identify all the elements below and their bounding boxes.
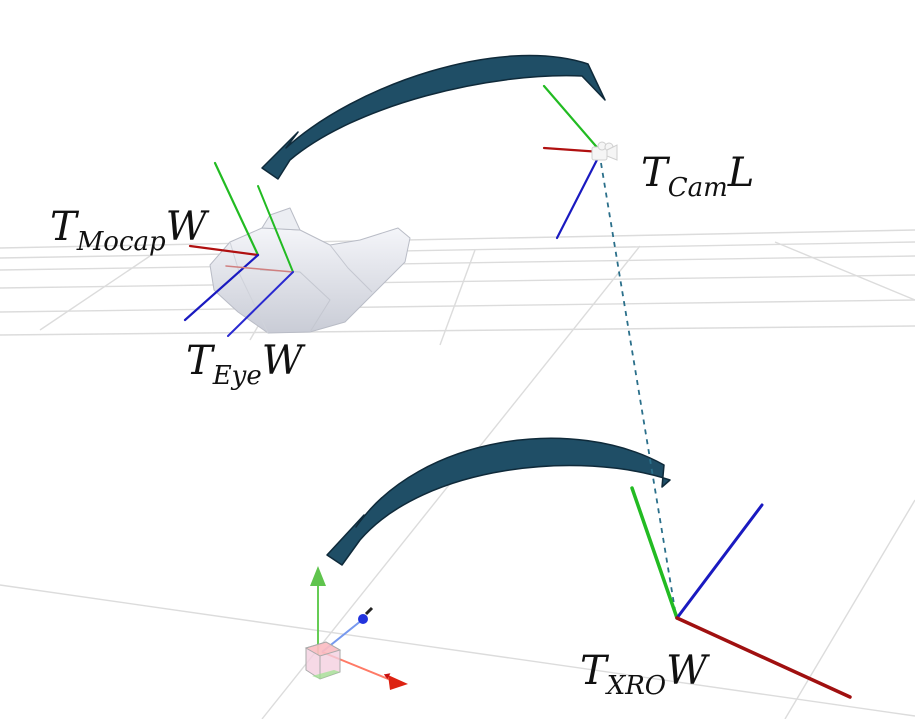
cam-label-sub: Cam bbox=[667, 173, 728, 203]
camera-transform-label: TCamL bbox=[641, 153, 754, 201]
xro-label-base: T bbox=[580, 648, 607, 694]
xro-frame-axes bbox=[630, 486, 852, 699]
xro-label-suffix: W bbox=[666, 648, 708, 694]
ground-grid bbox=[0, 229, 915, 719]
lower-transform-arrow bbox=[326, 437, 671, 566]
transform-gizmo-icon bbox=[304, 566, 408, 690]
eye-label-suffix: W bbox=[261, 338, 303, 384]
vr-headset-icon bbox=[209, 207, 411, 334]
camera-icon bbox=[591, 141, 618, 161]
mocap-label-base: T bbox=[50, 204, 77, 250]
xro-label-sub: XRO bbox=[606, 671, 667, 701]
mocap-label-suffix: W bbox=[165, 204, 207, 250]
eye-label-sub: Eye bbox=[212, 361, 262, 391]
mocap-transform-label: TMocapW bbox=[50, 207, 207, 255]
upper-transform-arrow bbox=[261, 54, 606, 180]
cam-label-base: T bbox=[641, 150, 668, 196]
camera-frame-axes bbox=[542, 84, 603, 240]
cam-label-suffix: L bbox=[727, 150, 755, 196]
eye-frame-axes bbox=[225, 185, 294, 337]
mocap-frame-axes bbox=[183, 161, 260, 322]
camera-to-xro-link bbox=[600, 162, 677, 617]
eye-label-base: T bbox=[186, 338, 213, 384]
xro-transform-label: TXROW bbox=[580, 651, 707, 699]
eye-transform-label: TEyeW bbox=[186, 341, 303, 389]
mocap-label-sub: Mocap bbox=[76, 227, 166, 257]
